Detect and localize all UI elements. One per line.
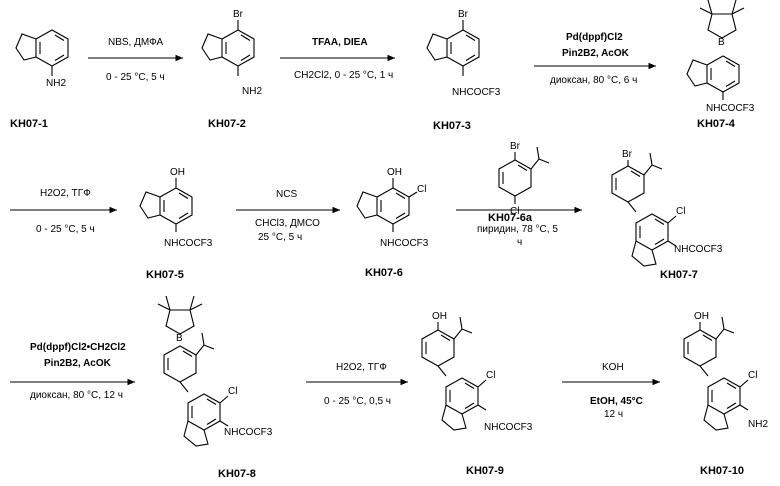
kh07-8-b: B — [176, 333, 183, 344]
kh07-3-label: KH07-3 — [433, 120, 471, 132]
compound-kh07-6: OH Cl NHCOCF3 KH07-6 — [357, 167, 429, 279]
kh07-7-label: KH07-7 — [660, 269, 698, 281]
step-2: TFAA, DIEA CH2Cl2, 0 - 25 °C, 1 ч — [280, 37, 395, 81]
step-7: Pd(dppf)Cl2•CH2Cl2 Pin2B2, AcOK диоксан,… — [10, 342, 135, 401]
kh07-3-br: Br — [458, 9, 469, 20]
kh07-5-oh: OH — [170, 167, 185, 178]
step3-catalyst: Pd(dppf)Cl2 — [566, 32, 623, 43]
kh07-9-nhcocf3: NHCOCF3 — [484, 422, 533, 433]
compound-kh07-8: B Cl NHCOCF3 KH07-8 — [158, 296, 273, 480]
kh07-8-label: KH07-8 — [218, 468, 256, 480]
kh07-1-nh2: NH2 — [46, 78, 66, 89]
step4-conditions: 0 - 25 °C, 5 ч — [36, 224, 95, 235]
compound-kh07-7: Br Cl NHCOCF3 KH07-7 — [612, 149, 723, 281]
kh07-8-nhcocf3: NHCOCF3 — [224, 427, 273, 438]
step8-reagents: H2O2, ТГФ — [336, 362, 387, 373]
kh07-1-label: KH07-1 — [10, 118, 48, 130]
kh07-9-oh: OH — [432, 311, 447, 322]
step1-conditions: 0 - 25 °C, 5 ч — [106, 72, 165, 83]
kh07-2-label: KH07-2 — [208, 118, 246, 130]
compound-kh07-6a: Br Cl KH07-6a — [488, 141, 549, 224]
step-5: NCS CHCl3, ДМСО 25 °C, 5 ч — [236, 189, 340, 243]
kh07-7-cl: Cl — [676, 206, 685, 217]
step9-solvent: EtOH, 45°C — [590, 396, 643, 407]
compound-kh07-1: NH2 KH07-1 — [10, 30, 68, 130]
step2-reagents: TFAA, DIEA — [312, 37, 368, 48]
kh07-7-br: Br — [622, 149, 633, 160]
step3-reagents: Pin2B2, AcOK — [562, 48, 630, 59]
kh07-4-label: KH07-4 — [697, 118, 736, 130]
step6-conditions-2: ч — [517, 237, 522, 248]
step9-reagents: KOH — [602, 362, 624, 373]
step4-reagents: H2O2, ТГФ — [40, 188, 91, 199]
kh07-3-nhcocf3: NHCOCF3 — [452, 87, 501, 98]
step5-conditions: 25 °C, 5 ч — [258, 232, 302, 243]
kh07-2-nh2: NH2 — [242, 86, 262, 97]
step7-conditions: диоксан, 80 °C, 12 ч — [30, 390, 123, 401]
kh07-6a-label: KH07-6a — [488, 212, 533, 224]
kh07-9-label: KH07-9 — [466, 465, 504, 477]
compound-kh07-3: Br NHCOCF3 KH07-3 — [427, 9, 501, 132]
kh07-5-nhcocf3: NHCOCF3 — [164, 238, 213, 249]
step-9: KOH EtOH, 45°C 12 ч — [562, 362, 660, 420]
kh07-10-oh: OH — [694, 311, 709, 322]
step2-conditions: CH2Cl2, 0 - 25 °C, 1 ч — [294, 70, 393, 81]
kh07-4-nhcocf3: NHCOCF3 — [706, 103, 755, 114]
step-8: H2O2, ТГФ 0 - 25 °C, 0,5 ч — [306, 362, 408, 407]
kh07-10-label: KH07-10 — [700, 465, 744, 477]
step3-conditions: диоксан, 80 °C, 6 ч — [550, 75, 637, 86]
step-3: Pd(dppf)Cl2 Pin2B2, AcOK диоксан, 80 °C,… — [534, 32, 656, 86]
step7-catalyst: Pd(dppf)Cl2•CH2Cl2 — [30, 342, 126, 353]
kh07-6-cl: Cl — [417, 184, 426, 195]
step-4: H2O2, ТГФ 0 - 25 °C, 5 ч — [10, 188, 117, 235]
step8-conditions: 0 - 25 °C, 0,5 ч — [324, 396, 391, 407]
kh07-2-br: Br — [233, 9, 244, 20]
step9-conditions: 12 ч — [604, 409, 623, 420]
kh07-6-label: KH07-6 — [365, 267, 403, 279]
step-1: NBS, ДМФА 0 - 25 °C, 5 ч — [88, 37, 183, 83]
step7-reagents: Pin2B2, AcOK — [44, 358, 112, 369]
step6-conditions: пиридин, 78 °C, 5 — [477, 224, 558, 235]
kh07-8-cl: Cl — [228, 386, 237, 397]
kh07-5-label: KH07-5 — [146, 269, 184, 281]
compound-kh07-2: Br NH2 KH07-2 — [202, 9, 262, 130]
step5-solvent: CHCl3, ДМСО — [255, 218, 320, 229]
kh07-9-cl: Cl — [486, 370, 495, 381]
kh07-6a-br: Br — [510, 141, 521, 152]
compound-kh07-4: B NHCOCF3 KH07-4 — [687, 0, 755, 130]
compound-kh07-10: OH Cl NH2 KH07-10 — [684, 311, 768, 477]
kh07-6-oh: OH — [387, 167, 402, 178]
kh07-10-cl: Cl — [748, 370, 757, 381]
compound-kh07-9: OH Cl NHCOCF3 KH07-9 — [422, 311, 533, 477]
kh07-6-nhcocf3: NHCOCF3 — [380, 238, 429, 249]
kh07-10-nh2: NH2 — [748, 419, 768, 430]
kh07-4-b: B — [718, 37, 725, 48]
compound-kh07-5: OH NHCOCF3 KH07-5 — [140, 167, 213, 281]
kh07-7-nhcocf3: NHCOCF3 — [674, 244, 723, 255]
step5-reagents: NCS — [276, 189, 297, 200]
step1-reagents: NBS, ДМФА — [108, 37, 163, 48]
